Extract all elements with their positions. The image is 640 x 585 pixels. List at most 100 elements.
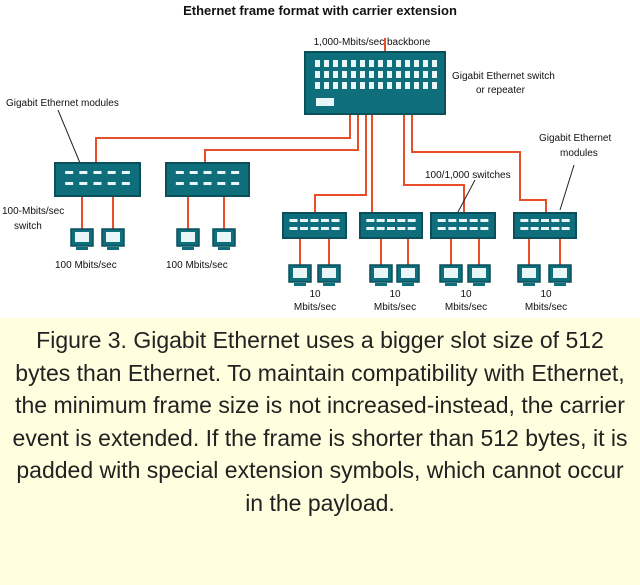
device-port [79,171,88,174]
gigabit-core-switch [304,51,446,115]
device-port [407,219,416,222]
monitor-screen [293,268,307,278]
monitor-stand [445,283,457,286]
device-body [54,162,141,197]
annotation-lines [57,109,575,213]
device-port [231,171,240,174]
device-port [387,227,395,230]
label-pcs-10-1-line1: 10 [309,289,321,300]
device-port [437,227,446,230]
link-core-to-switch-1 [314,112,367,215]
caption-panel [0,318,640,585]
label-pcs-10-2-line1: 10 [389,289,401,300]
monitor-stand [182,247,194,250]
core-switch-port [414,71,419,78]
device-port [189,182,198,185]
network-links [81,38,561,265]
switch-100-1000-3 [430,212,496,239]
switch-100-1000-2 [359,212,423,239]
core-switch-port [378,82,383,89]
device-port [175,182,184,185]
label-pcs-10-3-line1: 10 [460,289,472,300]
device-port [448,227,457,230]
computers [70,228,572,286]
core-switch-port [396,82,401,89]
device-port [520,219,529,222]
monitor-stand [218,247,230,250]
device-port [107,182,116,185]
device-port [189,171,198,174]
core-switch-port [432,82,437,89]
leader-modules-right [559,164,575,211]
device-port [203,182,212,185]
device-port [480,227,489,230]
core-switch-port [369,60,374,67]
leader-switches [457,179,476,213]
label-pcs-10-2-line2: Mbits/sec [374,302,416,313]
switch-100-1000-4 [513,212,577,239]
core-switch-port [333,82,338,89]
core-switch-port [342,71,347,78]
device-port [530,227,539,230]
device-port [231,182,240,185]
core-switch-panel [316,98,334,106]
computer-icon [439,264,463,286]
label-modules-right-line2: modules [560,148,598,159]
device-port [93,171,102,174]
device-port [321,227,329,230]
core-switch-port [387,82,392,89]
device-port [397,219,406,222]
core-switch-port [315,71,320,78]
device-port [561,227,570,230]
device-port [300,227,308,230]
core-switch-port [333,60,338,67]
monitor-screen [401,268,415,278]
device-port [459,227,467,230]
label-pcs-100-a: 100 Mbits/sec [55,260,117,271]
computer-icon [288,264,312,286]
device-port [407,227,416,230]
label-pcs-10-4-line1: 10 [540,289,552,300]
core-switch-port [351,82,356,89]
device-port [217,171,226,174]
monitor-screen [106,232,120,242]
gigabit-module-center [165,162,250,197]
device-port [321,219,329,222]
device-port [366,227,375,230]
label-backbone: 1,000-Mbits/sec backbone [314,37,431,48]
core-switch-port [378,71,383,78]
device-port [203,171,212,174]
core-switch-port [369,71,374,78]
core-switch-port [423,60,428,67]
device-body [430,212,496,239]
monitor-screen [217,232,231,242]
monitor-stand [107,247,119,250]
link-core-to-left-module [95,112,351,165]
label-100-switch-line1: 100-Mbits/sec [2,206,64,217]
monitor-stand [375,283,387,286]
core-switch-port [405,71,410,78]
device-port [469,219,478,222]
device-body [165,162,250,197]
core-switch-port [378,60,383,67]
device-port [289,227,298,230]
monitor-stand [76,247,88,250]
core-switch-port [432,71,437,78]
device-port [551,219,560,222]
label-100-switch-line2: switch [14,221,42,232]
device-port [331,219,340,222]
monitor-stand [473,283,485,286]
device-port [217,182,226,185]
device-body [359,212,423,239]
device-port [289,219,298,222]
core-switch-port [351,71,356,78]
device-port [366,219,375,222]
core-switch-port [432,60,437,67]
core-switch-port [324,60,329,67]
monitor-stand [323,283,335,286]
monitor-screen [181,232,195,242]
core-switch-port [423,82,428,89]
core-switch-port [360,82,365,89]
gigabit-module-left [54,162,141,197]
device-port [300,219,308,222]
